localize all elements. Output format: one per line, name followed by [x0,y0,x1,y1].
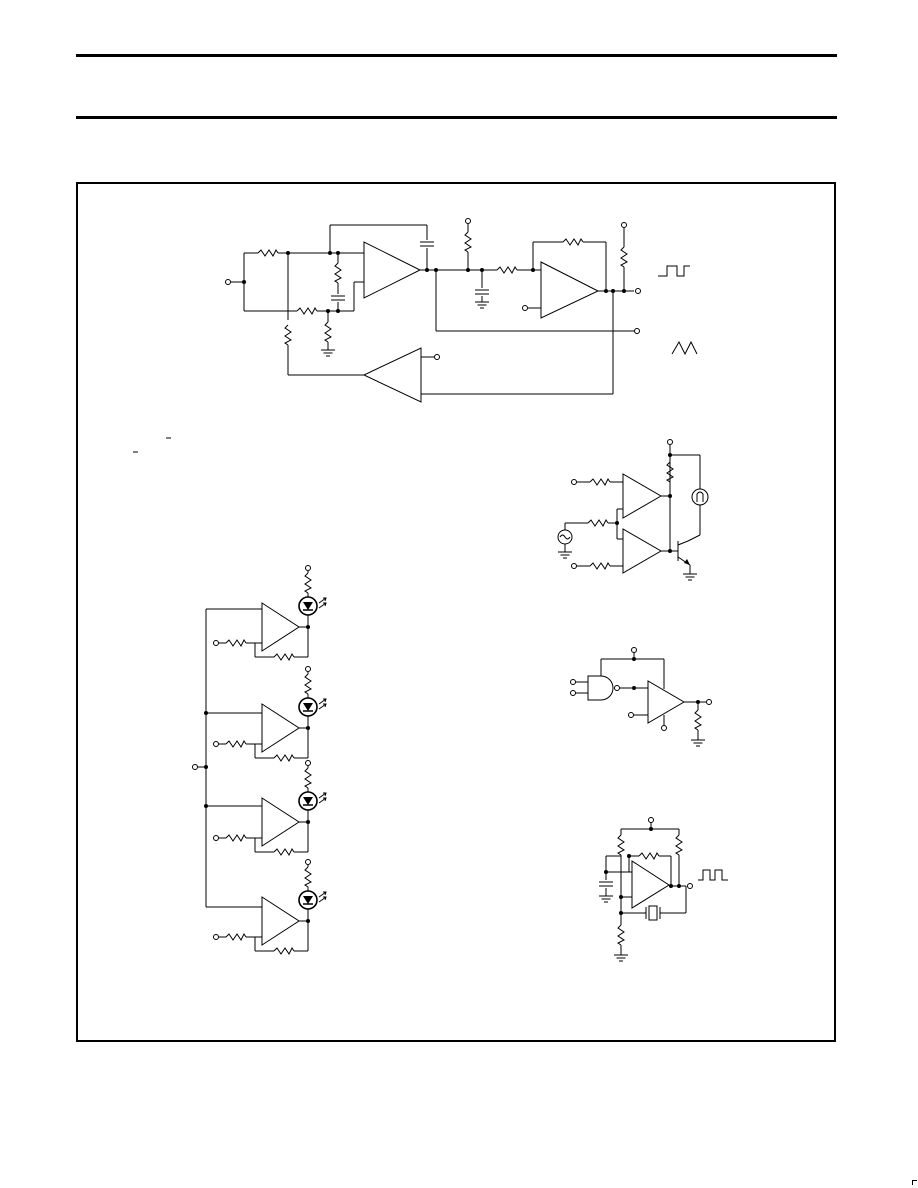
header-rule-bottom [76,116,837,119]
gate-driven-comparator [570,647,712,747]
triangle-square-generator [225,218,698,403]
figure-frame [76,182,836,1042]
header-rule-top [76,54,837,57]
led-stage-4 [206,859,327,955]
led-stage-3 [206,760,327,856]
led-stage-1 [206,565,327,661]
led-driver-array [192,609,208,907]
crystal-oscillator [598,817,728,962]
led-stage-2 [206,666,327,762]
lamp-driver [557,439,709,581]
page-corner-mark [912,1180,917,1185]
